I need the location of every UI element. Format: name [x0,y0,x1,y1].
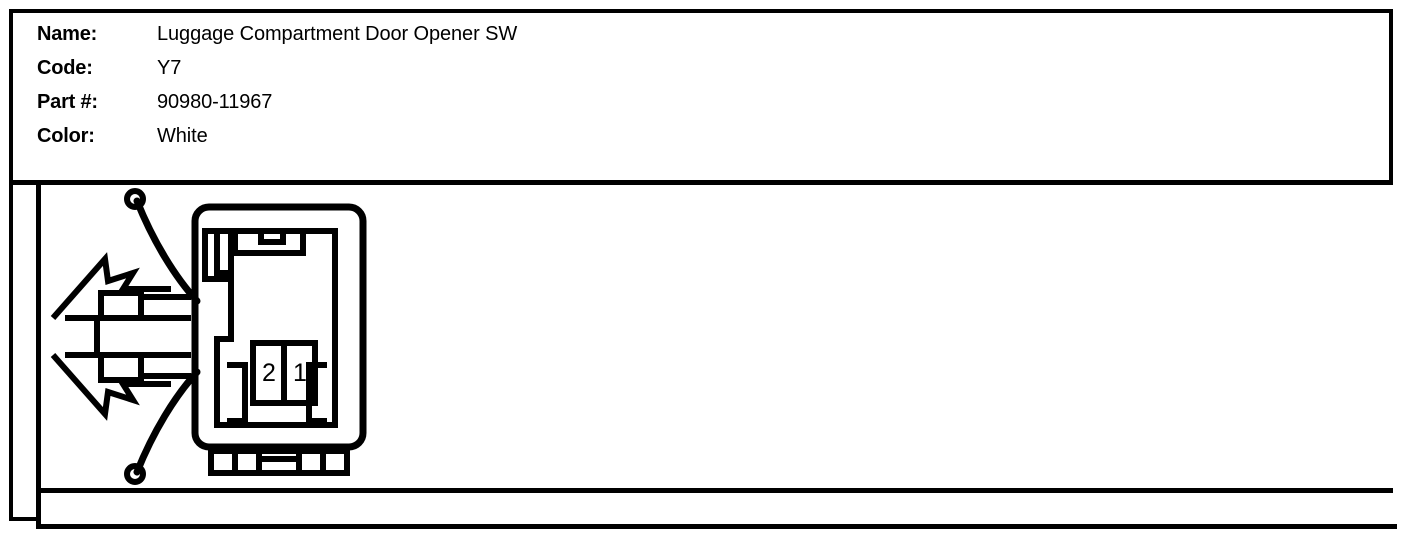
connector-spec-list: Name: Luggage Compartment Door Opener SW… [37,23,937,159]
lower-row-bottom-rule [36,524,1397,529]
retainer-clip-icon [133,197,201,476]
connector-housing-outline [191,203,367,451]
latch-lever [65,290,191,383]
lower-divider [36,488,1393,493]
guide-rib-left [227,362,248,424]
connector-cavity-wall [214,228,338,428]
spec-row-part-number: Part #: 90980-11967 [37,91,937,125]
spec-value-name: Luggage Compartment Door Opener SW [157,23,518,45]
polarizing-notch [258,231,286,245]
connector-diagram: 2 1 [50,188,367,485]
polarizing-rib [232,231,306,256]
spec-label-code: Code: [37,57,93,79]
bottom-lock-teeth [232,451,326,473]
outer-frame: Name: Luggage Compartment Door Opener SW… [9,9,1397,529]
locking-tang-upper [50,252,171,320]
spec-label-name: Name: [37,23,98,45]
pin-number-1: 1 [293,359,307,387]
spec-row-name: Name: Luggage Compartment Door Opener SW [37,23,937,57]
clip-loop-bottom [124,463,146,485]
locking-tang-lower [50,353,171,421]
spec-row-color: Color: White [37,125,937,159]
spec-label-color: Color: [37,125,95,147]
lower-blank-row [36,493,1393,529]
spec-value-part-number: 90980-11967 [157,91,273,113]
spec-label-part-number: Part #: [37,91,98,113]
spec-value-code: Y7 [157,57,182,79]
keyway-slot-left [202,228,234,282]
spec-row-code: Code: Y7 [37,57,937,91]
clip-loop-top [124,188,146,210]
spec-value-color: White [157,125,208,147]
pin-number-2: 2 [262,359,276,387]
